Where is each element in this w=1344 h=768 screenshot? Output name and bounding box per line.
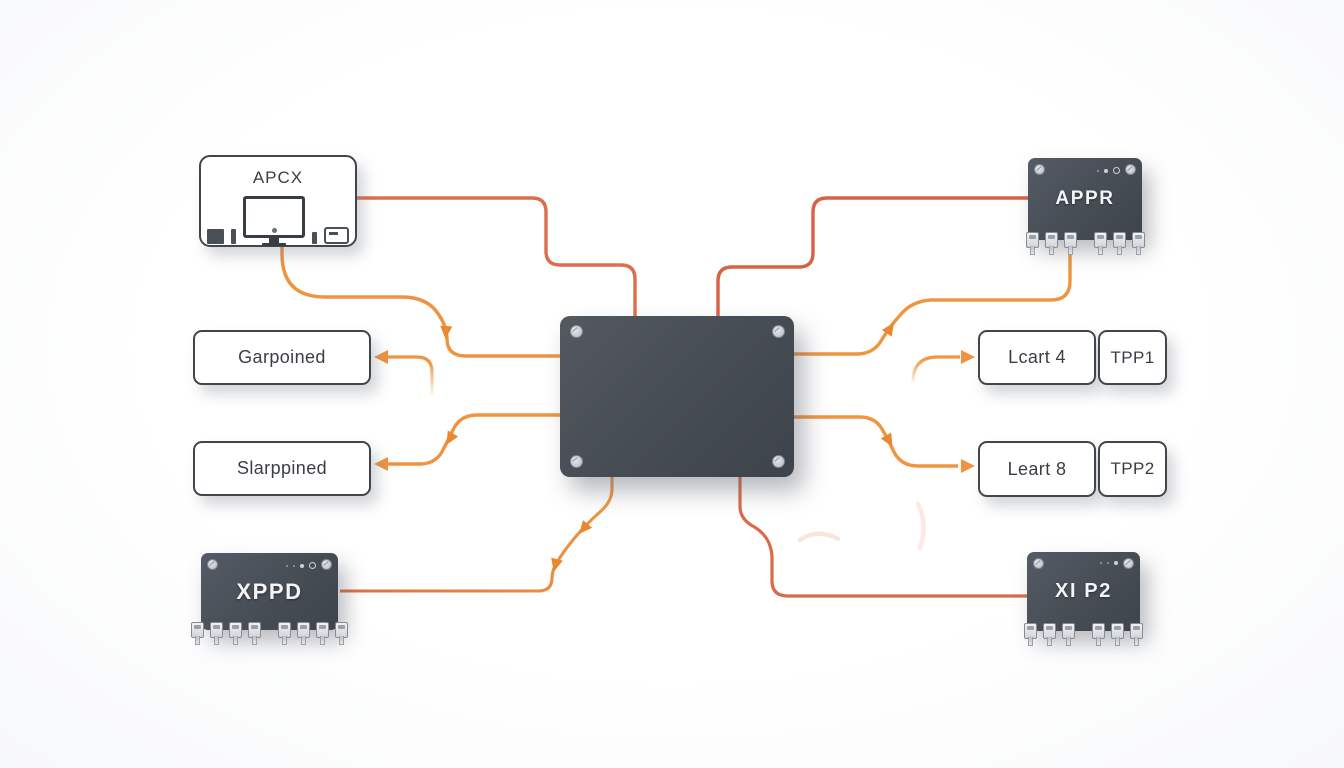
node-tpp2-label: TPP2	[1110, 459, 1155, 478]
connector-central-to-slarppined	[384, 413, 561, 466]
connector-pins	[1025, 232, 1145, 255]
screw-icon	[1034, 164, 1045, 175]
screw-icon	[1123, 558, 1134, 569]
square-icon	[207, 229, 224, 244]
screw-icon	[772, 325, 785, 338]
node-xppd-label: XPPD	[236, 578, 303, 604]
arrowhead-icon	[374, 457, 388, 471]
node-apcx: APCX	[199, 155, 357, 247]
screw-icon	[772, 455, 785, 468]
connector-pins	[191, 622, 348, 645]
arrow-icon	[880, 432, 893, 447]
node-appr: APPR	[1025, 158, 1145, 255]
connector-central-to-leart8	[794, 415, 958, 468]
node-tpp1-label: TPP1	[1110, 347, 1155, 367]
arrow-icon	[881, 322, 895, 337]
status-dots	[1100, 561, 1118, 565]
node-apcx-label: APCX	[252, 168, 304, 187]
screw-icon	[570, 325, 583, 338]
screw-icon	[1125, 164, 1136, 175]
connector-central-to-appr-left	[716, 196, 1028, 316]
status-dots	[1097, 167, 1120, 174]
node-lcart4-label: Lcart 4	[1008, 347, 1066, 367]
arrow-icon	[579, 520, 593, 534]
monitor-icon	[243, 196, 305, 246]
bar-icon	[231, 229, 236, 244]
arrowhead-icon	[961, 350, 975, 364]
node-xppd: XPPD	[191, 553, 348, 645]
node-garpoined-label: Garpoined	[238, 347, 326, 367]
artifact-smudge	[797, 531, 841, 543]
node-slarppined: Slarppined	[193, 441, 371, 496]
screw-icon	[207, 559, 218, 570]
card-icon	[324, 227, 349, 244]
connector-stub-to-garpoined	[386, 355, 434, 394]
arrowhead-icon	[374, 350, 388, 364]
node-leart8: Leart 8	[978, 441, 1096, 497]
screw-icon	[1033, 558, 1044, 569]
connector-apcx-to-central	[353, 196, 637, 316]
arrow-icon	[446, 430, 459, 445]
node-appr-label: APPR	[1055, 188, 1115, 209]
screw-icon	[321, 559, 332, 570]
node-garpoined: Garpoined	[193, 330, 371, 385]
artifact-smudge	[915, 501, 926, 551]
arrow-icon	[440, 325, 453, 339]
connector-central-to-xppd	[340, 477, 614, 593]
connector-stub-to-lcart4	[911, 355, 960, 383]
arrow-icon	[551, 557, 563, 572]
node-lcart4: Lcart 4	[978, 330, 1096, 385]
node-tpp2: TPP2	[1098, 441, 1167, 497]
status-dots	[286, 562, 316, 569]
node-central-board	[560, 316, 794, 477]
apcx-device-icons	[207, 196, 349, 250]
node-xip2-label: XI P2	[1055, 580, 1112, 602]
node-leart8-label: Leart 8	[1007, 458, 1067, 479]
arrowhead-icon	[961, 459, 975, 473]
screw-icon	[570, 455, 583, 468]
connector-pins	[1024, 623, 1143, 646]
node-tpp1: TPP1	[1098, 330, 1167, 385]
node-slarppined-label: Slarppined	[236, 458, 328, 478]
node-xip2: XI P2	[1024, 552, 1143, 646]
bar-icon	[312, 232, 317, 244]
